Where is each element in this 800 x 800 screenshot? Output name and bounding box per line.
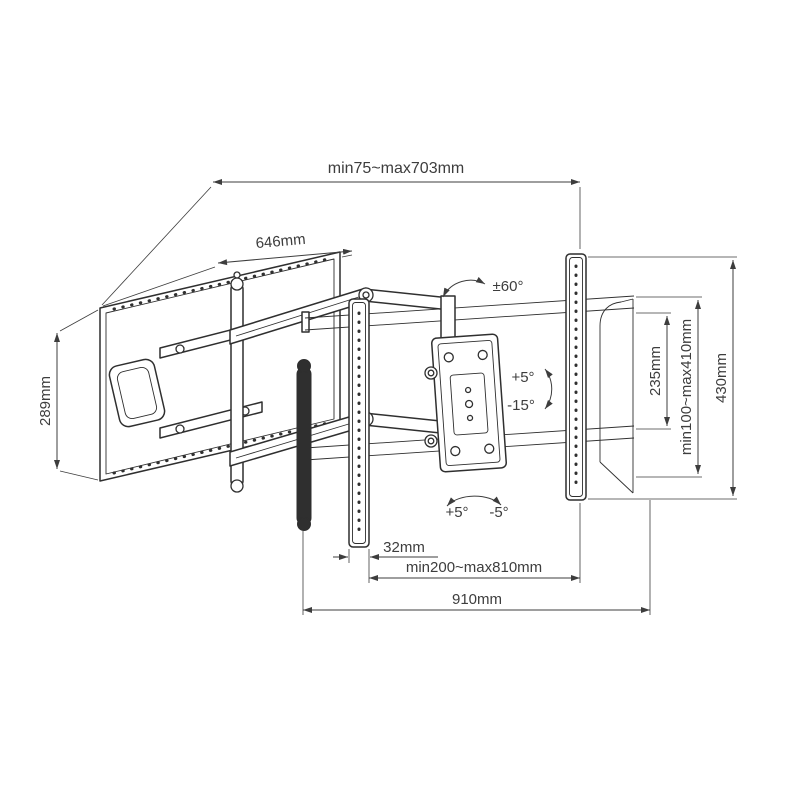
swivel-arc-arrow <box>442 276 486 298</box>
level-left-label: +5° <box>445 504 468 521</box>
vesa-center-hole-mid <box>464 399 474 409</box>
vesa-hole-top-left <box>443 352 454 363</box>
plate-width-dim-line <box>217 248 353 266</box>
vesa-head <box>430 333 508 473</box>
plate-width-ext-left <box>102 266 216 307</box>
vesa-center-hole-top <box>464 386 472 394</box>
tilt-bolt-upper-center <box>427 369 435 377</box>
tilt-bolt-lower-center <box>427 437 435 445</box>
vesa-center-hole-bottom <box>466 414 474 422</box>
tilt-annotation: +5° -15° <box>507 368 553 414</box>
wall-plate-top-hole-row <box>112 257 330 311</box>
arm-pivot-bar-top-cap <box>297 359 311 373</box>
level-right-label: -5° <box>489 504 508 521</box>
swivel-range-label: ±60° <box>493 278 524 295</box>
lower-slat-pivot-left <box>175 424 185 434</box>
extension-ext-left <box>101 186 212 306</box>
dim-right-side-group: 235mm min100~max410mm 430mm <box>588 256 737 500</box>
rail-width-label: 32mm <box>383 539 425 556</box>
dim-wall-plate-width-group: 646mm <box>102 231 353 307</box>
wall-plate-cutout-inner <box>116 366 158 420</box>
arm-pivot-bar-body <box>296 367 312 525</box>
plate-height-ext-top <box>59 309 99 332</box>
level-arc-arrow <box>446 495 502 507</box>
upper-forearm <box>363 288 451 311</box>
wall-plate-height-label: 289mm <box>37 376 54 426</box>
tv-rail-right-outline <box>565 253 587 501</box>
wall-plate-width-label: 646mm <box>255 231 306 252</box>
top-crossbar-end-cap <box>301 311 310 333</box>
overall-width-label: 910mm <box>452 591 502 608</box>
dim-overall-width-group: 910mm <box>302 500 651 615</box>
wall-plate-cutout <box>108 358 166 428</box>
dim-vesa-horizontal-group: min200~max810mm <box>368 503 581 583</box>
arm-pivot-bar-bottom-cap <box>297 517 311 531</box>
plate-width-ext-right <box>341 254 353 258</box>
vesa-head-inner <box>437 340 501 466</box>
rail-profile-bottom-foot <box>599 461 634 494</box>
tv-rail-left <box>348 298 370 548</box>
upper-arm-link-line <box>235 295 363 337</box>
pivot-post-bottom-cap <box>230 479 244 493</box>
rail-hole-span-label: 235mm <box>647 346 664 396</box>
pivot-post-bolt <box>233 271 241 279</box>
tv-rail-left-inner <box>352 302 366 544</box>
vesa-horizontal-range-label: min200~max810mm <box>406 559 542 576</box>
extension-range-label: min75~max703mm <box>328 160 465 177</box>
rail-profile-top-hook <box>599 298 634 327</box>
vesa-center-plate <box>449 372 489 436</box>
tilt-down-label: -15° <box>507 397 535 414</box>
plate-height-ext-bottom <box>59 470 99 481</box>
dim-rail-width-group: 32mm <box>333 539 438 563</box>
tv-rail-right-inner <box>569 257 583 497</box>
vesa-hole-bottom-left <box>450 445 461 457</box>
arm-pivot-bar <box>296 359 312 531</box>
swivel-annotation: ±60° <box>442 276 524 298</box>
tilt-up-label: +5° <box>511 369 534 386</box>
dim-wall-plate-height-group: 289mm <box>37 309 99 481</box>
pivot-post-top-cap <box>230 277 244 291</box>
bracket-height-label: 430mm <box>713 353 730 403</box>
dim-extension-range-group: min75~max703mm <box>101 160 581 306</box>
vesa-vertical-range-label: min100~max410mm <box>678 319 695 455</box>
tv-rail-right <box>565 253 587 501</box>
vesa-hole-bottom-right <box>484 443 495 454</box>
upper-elbow-bolt <box>362 291 370 299</box>
level-annotation: +5° -5° <box>445 495 509 521</box>
rail-side-profile <box>599 298 634 494</box>
wall-plate-inner-outline <box>105 258 335 475</box>
tilt-arc-arrow <box>544 368 553 410</box>
wall-plate-bottom-hole-row <box>112 421 330 475</box>
vesa-hole-top-right <box>477 349 488 361</box>
upper-slat-pivot-left <box>175 344 185 354</box>
